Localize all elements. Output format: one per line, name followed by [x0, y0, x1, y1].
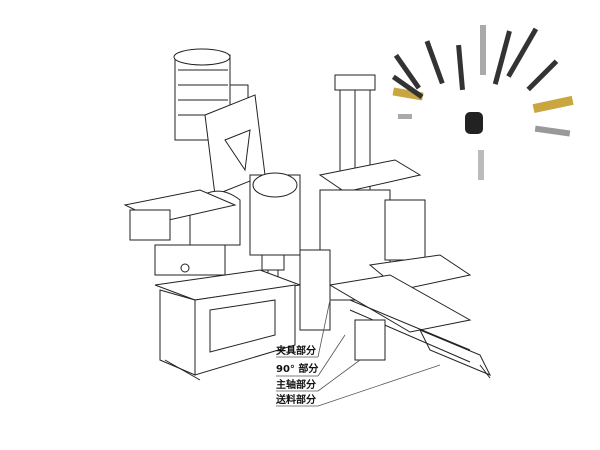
fixture [123, 189, 237, 276]
feeder [299, 249, 492, 379]
label-ninety: 90° 部分 [276, 364, 319, 375]
label-feeding: 送料部分 [276, 395, 316, 406]
label-fixture: 夹具部分 [276, 346, 316, 357]
leader-lines [276, 299, 441, 407]
label-spindle: 主轴部分 [276, 380, 316, 391]
base [154, 269, 301, 381]
sample-parts [391, 25, 574, 180]
